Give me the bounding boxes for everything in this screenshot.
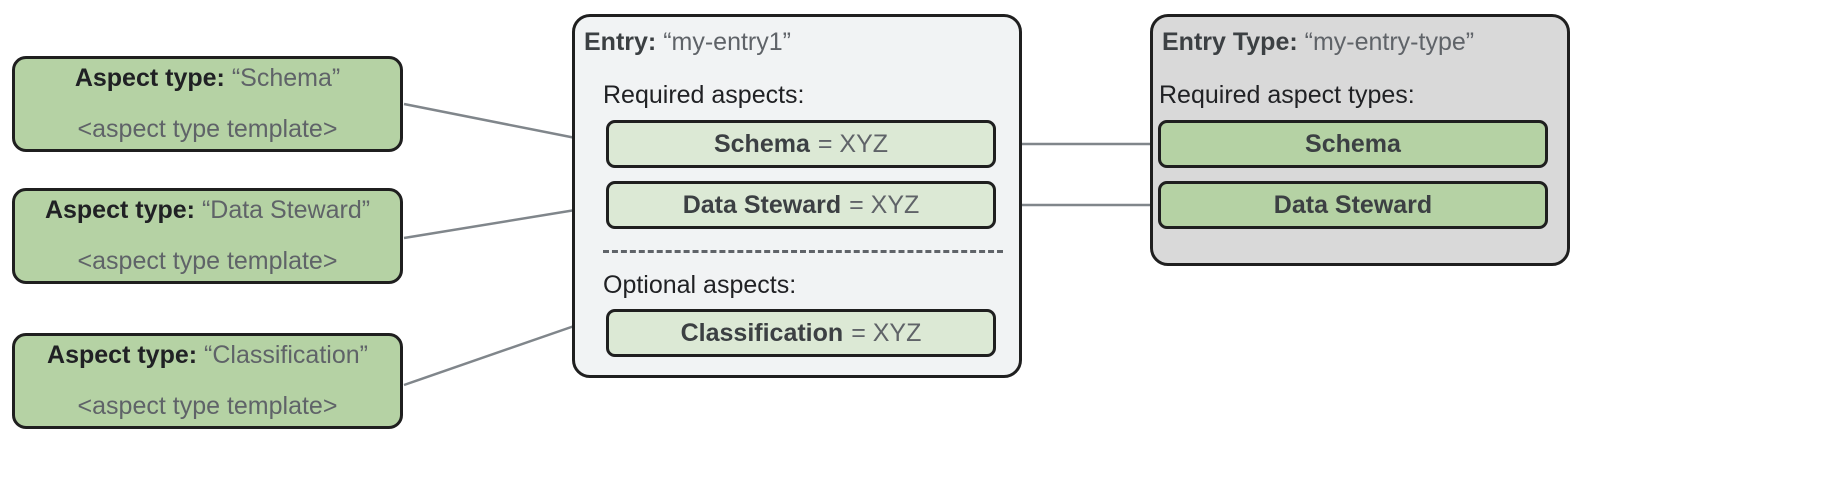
aspect-chip-value: = XYZ: [849, 190, 920, 219]
entry-type-aspect-type-chip-schema[interactable]: Schema: [1158, 120, 1548, 168]
aspect-type-card-title: Aspect type: “Schema”: [74, 64, 341, 93]
aspect-type-card-title: Aspect type: “Data Steward”: [44, 196, 371, 225]
entry-aspect-chip-classification[interactable]: Classification = XYZ: [606, 309, 996, 357]
aspect-chip-value: = XYZ: [851, 318, 922, 347]
entry-panel-required-optional-divider: [603, 250, 1003, 253]
aspect-type-chip-name: Data Steward: [1273, 190, 1433, 219]
entry-type-aspect-type-chip-data-steward[interactable]: Data Steward: [1158, 181, 1548, 229]
aspect-type-card-template: <aspect type template>: [77, 392, 338, 420]
entry-aspect-chip-data-steward[interactable]: Data Steward = XYZ: [606, 181, 996, 229]
aspect-chip-name: Classification: [680, 318, 844, 347]
entry-type-panel-title: Entry Type: “my-entry-type”: [1162, 28, 1475, 56]
entry-type-required-aspect-types-label: Required aspect types:: [1159, 81, 1415, 109]
aspect-chip-value: = XYZ: [817, 129, 889, 158]
aspect-type-card-template: <aspect type template>: [77, 247, 338, 275]
aspect-type-chip-name: Schema: [1305, 129, 1401, 158]
aspect-type-card-classification[interactable]: Aspect type: “Classification” <aspect ty…: [12, 333, 403, 429]
aspect-type-card-template: <aspect type template>: [77, 115, 338, 143]
aspect-type-card-schema[interactable]: Aspect type: “Schema” <aspect type templ…: [12, 56, 403, 152]
entry-optional-aspects-label: Optional aspects:: [603, 271, 797, 299]
entry-aspect-chip-schema[interactable]: Schema = XYZ: [606, 120, 996, 168]
aspect-chip-name: Schema: [713, 129, 810, 158]
aspect-type-card-data-steward[interactable]: Aspect type: “Data Steward” <aspect type…: [12, 188, 403, 284]
entry-required-aspects-label: Required aspects:: [603, 81, 805, 109]
aspect-chip-name: Data Steward: [682, 190, 842, 219]
entry-panel-title: Entry: “my-entry1”: [584, 28, 791, 56]
aspect-type-card-title: Aspect type: “Classification”: [47, 341, 368, 370]
